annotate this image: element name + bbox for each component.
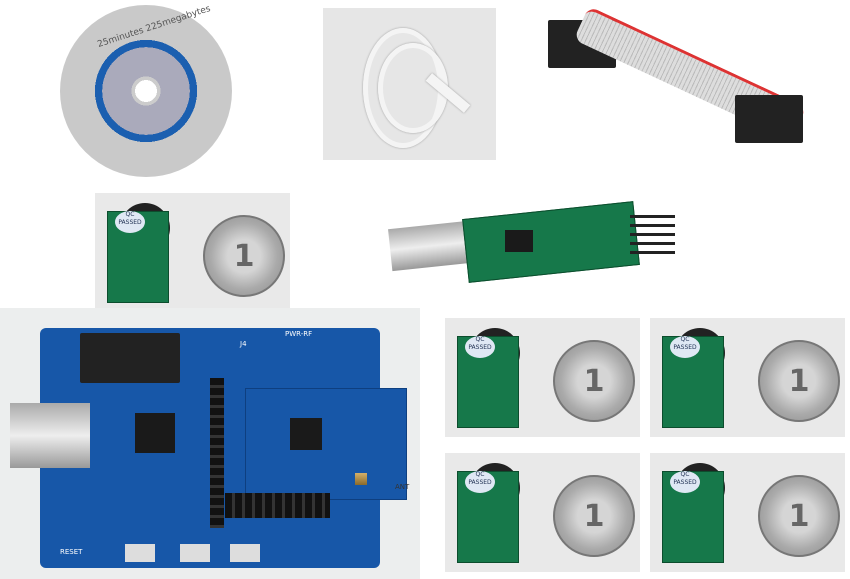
coin-value: 1: [233, 238, 255, 274]
coin: 1: [203, 215, 285, 297]
usb-stick-photo: [388, 195, 680, 290]
pin-header: [630, 215, 675, 255]
chip: [135, 413, 175, 453]
qc-text: QC: [125, 211, 135, 218]
coin: 1: [553, 340, 635, 422]
passed-text: PASSED: [468, 344, 492, 351]
coin: 1: [758, 340, 840, 422]
rf-module: [245, 388, 407, 500]
coin: 1: [758, 475, 840, 557]
button: [230, 544, 260, 562]
coin-value: 1: [583, 363, 605, 399]
passed-text: PASSED: [468, 479, 492, 486]
coin-value: 1: [583, 498, 605, 534]
usb-plug: [388, 220, 472, 272]
passed-text: PASSED: [673, 344, 697, 351]
usb-pcb: [462, 201, 640, 283]
rf-chip: [290, 418, 322, 450]
qc-text: QC: [475, 471, 485, 478]
ant-label: ANT: [395, 483, 410, 491]
coin: 1: [553, 475, 635, 557]
dev-board-photo: PWR-RF RESET ANT J4: [0, 308, 420, 579]
passed-text: PASSED: [118, 219, 142, 226]
antenna-connector: [355, 473, 367, 485]
coin-value: 1: [788, 498, 810, 534]
passed-text: PASSED: [673, 479, 697, 486]
j4-label: J4: [240, 340, 247, 348]
coin-value: 1: [788, 363, 810, 399]
chip: [505, 230, 533, 252]
pin-header: [225, 493, 330, 518]
reset-label: RESET: [60, 548, 83, 556]
pin-header: [210, 378, 224, 528]
qc-text: QC: [680, 336, 690, 343]
usb-b-port: [10, 403, 90, 468]
button: [180, 544, 210, 562]
qc-text: QC: [680, 471, 690, 478]
reset-button: [125, 544, 155, 562]
usb-cable-photo: [323, 8, 496, 160]
idc-connector: [735, 95, 803, 143]
cd-disc-photo: [60, 5, 232, 177]
pwr-rf-label: PWR-RF: [285, 330, 313, 338]
qc-text: QC: [475, 336, 485, 343]
ribbon-cable-photo: [540, 6, 840, 155]
jtag-header: [80, 333, 180, 383]
